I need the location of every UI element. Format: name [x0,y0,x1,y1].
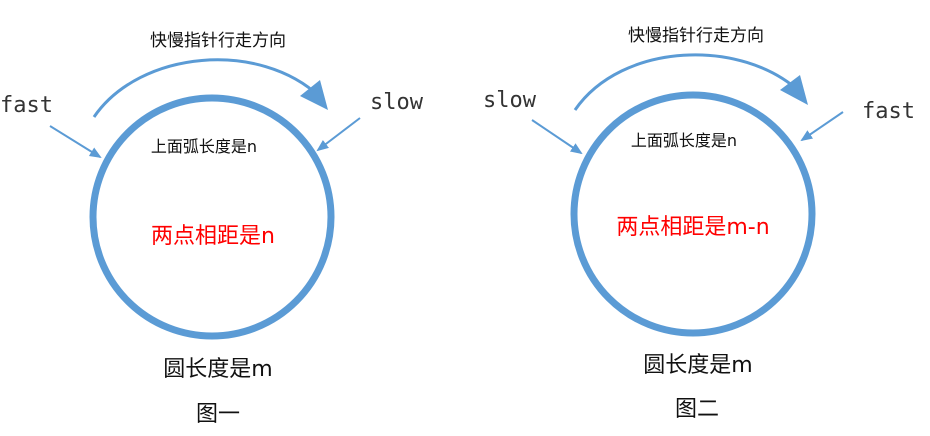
direction-arrowhead [300,80,328,110]
arc-length-label: 上面弧长度是n [151,137,257,156]
direction-label: 快慢指针行走方向 [150,30,286,51]
direction-arrowhead [780,75,808,105]
direction-arrow [573,53,802,111]
distance-label: 两点相距是n [151,224,275,249]
cycle-circle [570,91,816,337]
cycle-circle [89,94,335,340]
left-pointer-arrow [531,119,583,155]
arc-length-label: 上面弧长度是n [631,131,737,150]
left-pointer-label: slow [483,88,537,113]
figure-caption: 图二 [675,397,719,422]
distance-label: 两点相距是m-n [616,215,769,240]
figure-caption: 图一 [196,402,240,427]
direction-arrow [92,58,322,118]
figure-2: 快慢指针行走方向 slow fast 上面弧长度是n 两点相距是m-n 圆长度是… [483,25,915,422]
right-pointer-label: fast [862,99,915,124]
right-pointer-arrow [800,111,844,142]
right-pointer-label: slow [370,90,424,115]
left-pointer-arrow [49,125,102,159]
left-pointer-label: fast [0,93,53,118]
right-pointer-arrow [316,117,361,152]
figure-1: 快慢指针行走方向 fast slow 上面弧长度是n 两点相距是n 圆长度是m … [0,30,424,427]
direction-label: 快慢指针行走方向 [628,25,764,46]
circumference-label: 圆长度是m [163,357,272,382]
circumference-label: 圆长度是m [643,353,752,378]
